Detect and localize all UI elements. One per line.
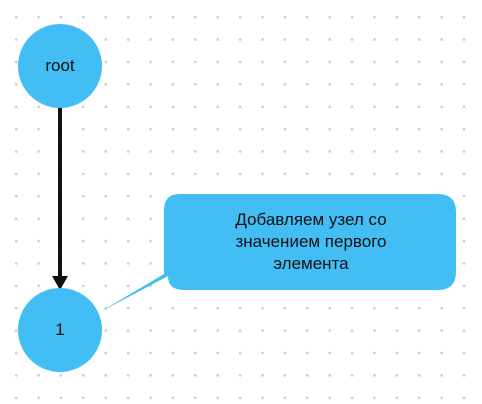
edge-arrowhead xyxy=(52,276,68,290)
node-root[interactable]: root xyxy=(18,24,102,108)
node-1[interactable]: 1 xyxy=(18,288,102,372)
node-1-label: 1 xyxy=(55,320,65,339)
callout-text: Добавляем узел со значением первого элем… xyxy=(235,210,387,273)
callout-bubble xyxy=(100,194,456,312)
callout: Добавляем узел со значением первого элем… xyxy=(170,198,452,286)
node-root-label: root xyxy=(45,56,75,75)
